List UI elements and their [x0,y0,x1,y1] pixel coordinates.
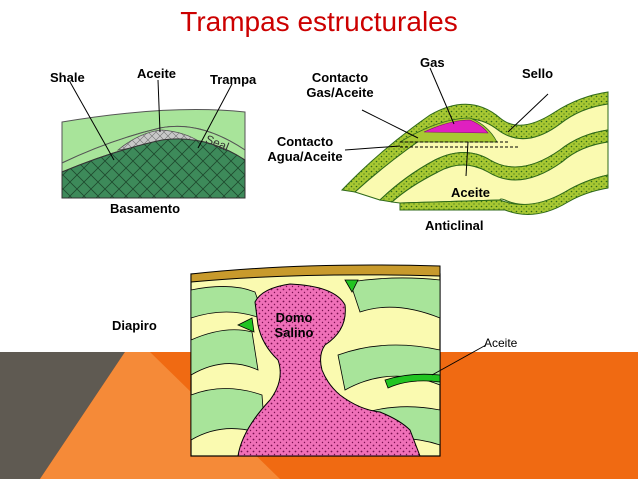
label-aceite-left: Aceite [137,66,177,81]
label-aceite-right: Aceite [451,185,491,200]
label-aceite-bottom: Aceite [484,336,518,350]
label-contacto-gas-aceite: Contacto Gas/Aceite [300,70,380,100]
oil-pocket-top [344,279,359,293]
leader-lines [69,67,549,376]
grey-band [0,352,125,479]
label-gas: Gas [420,55,445,70]
label-domo-line1: Domo [275,310,313,325]
label-trampa: Trampa [210,72,257,87]
surface-cap [190,264,441,283]
salt-dome [237,283,421,457]
layer-green-right-mid [337,344,441,391]
gas-cap [423,119,489,134]
label-contacto-agua-aceite-line1: Contacto [276,134,334,149]
anticline-diagram [340,91,609,215]
label-domo-salino: Domo Salino [264,310,324,340]
oil-pocket-right [384,373,441,389]
layer-green-right-top [349,277,441,319]
label-anticlinal: Anticlinal [425,218,484,233]
bottom-seal-band [399,174,609,215]
label-contacto-gas-aceite-line1: Contacto [311,70,369,85]
layer-green-left-mid [190,329,259,376]
lower-yellow-band [390,141,609,205]
label-sello: Sello [522,66,554,81]
label-domo-line2: Salino [274,325,314,340]
oil-pocket-left [237,317,255,333]
page-title: Trampas estructurales [180,6,458,37]
label-contacto-agua-aceite-line2: Agua/Aceite [267,149,343,164]
label-contacto-gas-aceite-line2: Gas/Aceite [306,85,374,100]
salt-dome-diagram [190,264,441,457]
label-shale: Shale [50,70,85,85]
left-trap-diagram [61,109,246,199]
basement-rock [61,138,246,199]
label-basamento: Basamento [110,201,181,216]
label-diapiro: Diapiro [112,318,157,333]
label-contacto-agua-aceite: Contacto Agua/Aceite [262,134,348,164]
